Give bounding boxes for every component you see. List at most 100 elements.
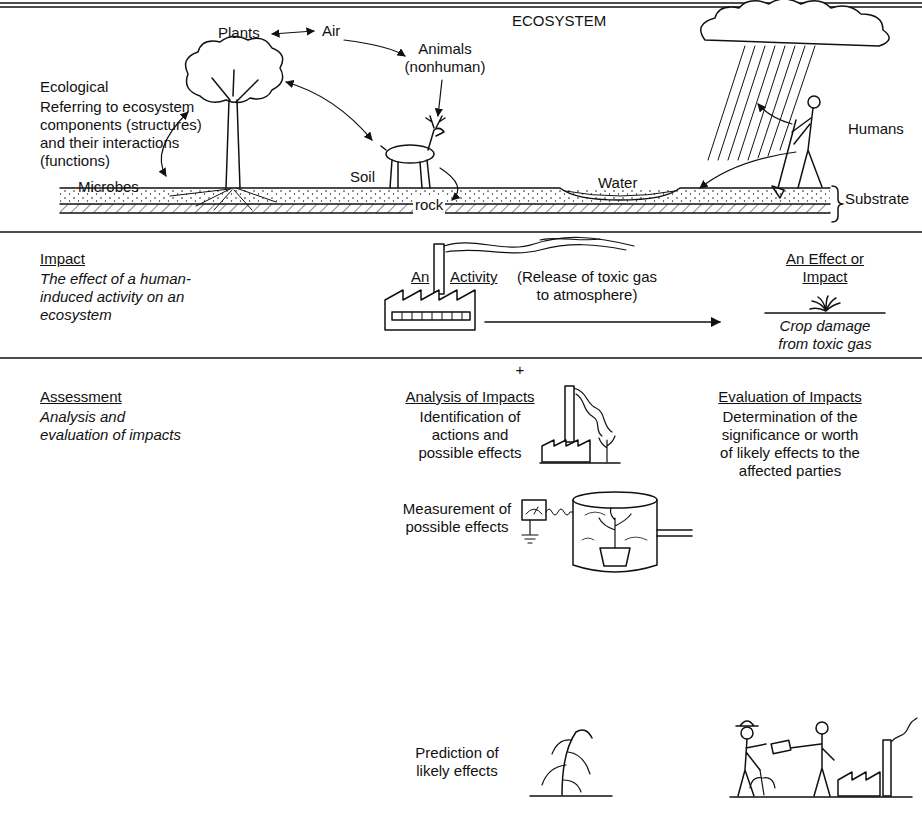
small-factory-part [574, 388, 612, 432]
smoke-plume-part [446, 245, 626, 253]
plus-sign: + [510, 361, 530, 379]
interaction-arrows-part [700, 152, 796, 188]
deer-part [381, 146, 386, 150]
negotiating-people-part [750, 770, 775, 795]
gauge-meter-part [546, 509, 573, 515]
human-figure-part [772, 120, 796, 198]
smoke-plume-part [540, 239, 600, 240]
rain-part [728, 46, 765, 160]
rain-part [768, 46, 805, 156]
wilted-plant-part [542, 740, 590, 792]
part-label: Water [598, 174, 637, 192]
gauge-meter-part [522, 500, 546, 520]
wilted-plant [530, 730, 612, 796]
negotiating-people-part [736, 721, 758, 726]
part-label: Air [322, 22, 340, 40]
factory-part [392, 312, 470, 320]
wilted-plant-part [530, 795, 612, 797]
activity-arrow [485, 321, 720, 323]
negotiating-people-part [891, 718, 917, 742]
deer-part [428, 128, 444, 150]
human-figure [772, 96, 822, 198]
smoke-plume-part [444, 237, 634, 247]
section-heading: Assessment [40, 388, 122, 406]
tree-part [170, 188, 276, 210]
gauge-meter [522, 500, 573, 543]
interaction-arrows-part [286, 82, 372, 140]
rule-lines-part [0, 357, 922, 359]
test-chamber-part [600, 548, 630, 566]
substrate-brace [832, 186, 843, 222]
negotiating-people-part [816, 722, 828, 734]
negotiating-people-part [771, 740, 791, 754]
rain-part [738, 46, 775, 160]
activity-arrow-part [485, 321, 720, 323]
interaction-arrows-part [438, 80, 442, 116]
part-label: rock [413, 196, 445, 214]
test-chamber-part [657, 530, 692, 536]
section-description: Referring to ecosystem components (struc… [40, 98, 220, 170]
rain [708, 46, 815, 160]
interaction-arrows-part [344, 40, 405, 56]
step-description: Measurement of possible effects [398, 500, 516, 536]
smoke-plume [444, 237, 634, 252]
factory-part [385, 290, 475, 330]
part-label: Humans [848, 120, 904, 138]
interaction-arrows-part [272, 31, 314, 34]
deer-part [390, 160, 430, 188]
cloud-part [701, 0, 889, 46]
negotiating-people-part [883, 740, 891, 796]
damaged-crop [765, 296, 885, 313]
small-factory-part [599, 436, 615, 462]
deer [381, 116, 445, 188]
step-heading: Analysis of Impacts [400, 388, 540, 406]
part-label: Plants [218, 24, 260, 42]
rain-part [748, 46, 785, 160]
section-description: The effect of a human-induced activity o… [40, 270, 200, 324]
gauge-meter-part [526, 507, 542, 514]
factory [385, 244, 475, 330]
step-heading: Evaluation of Impacts [712, 388, 868, 406]
section-description: Analysis and evaluation of impacts [40, 408, 190, 444]
rain-part [708, 46, 745, 160]
part-label: Animals (nonhuman) [400, 40, 490, 76]
activity-label: Activity [450, 268, 498, 286]
negotiating-people-part [730, 796, 912, 798]
tree-part [226, 100, 240, 188]
small-factory-part [565, 386, 574, 442]
effect-note: Crop damage from toxic gas [770, 317, 880, 353]
interaction-arrows [161, 31, 796, 200]
section-heading: Ecological [40, 78, 220, 96]
negotiating-people-part [790, 734, 834, 796]
human-figure-part [808, 96, 820, 108]
step-description: Prediction of likely effects [398, 744, 516, 780]
rule-lines [0, 3, 922, 358]
activity-label: An [411, 268, 429, 286]
negotiating-people-part [738, 739, 766, 796]
tree-part [212, 70, 258, 102]
part-label: Soil [350, 168, 375, 186]
negotiating-people-part [741, 727, 753, 739]
deer-part [426, 116, 445, 128]
rain-part [758, 46, 795, 158]
small-factory [540, 386, 620, 463]
section-heading: Impact [40, 250, 85, 268]
negotiating-people [730, 718, 917, 797]
activity-note: (Release of toxic gas to atmosphere) [512, 268, 662, 304]
part-label: Microbes [78, 178, 139, 196]
interaction-arrows-part [758, 104, 792, 124]
test-chamber [573, 492, 692, 572]
effect-heading: An Effect or Impact [785, 250, 865, 286]
soil-layer-part [565, 191, 675, 196]
gauge-meter-part [522, 520, 538, 543]
part-label: Substrate [845, 190, 909, 208]
band-title: ECOSYSTEM [512, 12, 606, 30]
damaged-crop-part [810, 296, 840, 311]
test-chamber-part [582, 512, 647, 540]
factory-part [434, 244, 444, 294]
substrate-brace-part [832, 186, 843, 222]
small-factory-part [540, 462, 620, 464]
test-chamber-part [573, 492, 657, 508]
small-factory-part [576, 394, 602, 436]
